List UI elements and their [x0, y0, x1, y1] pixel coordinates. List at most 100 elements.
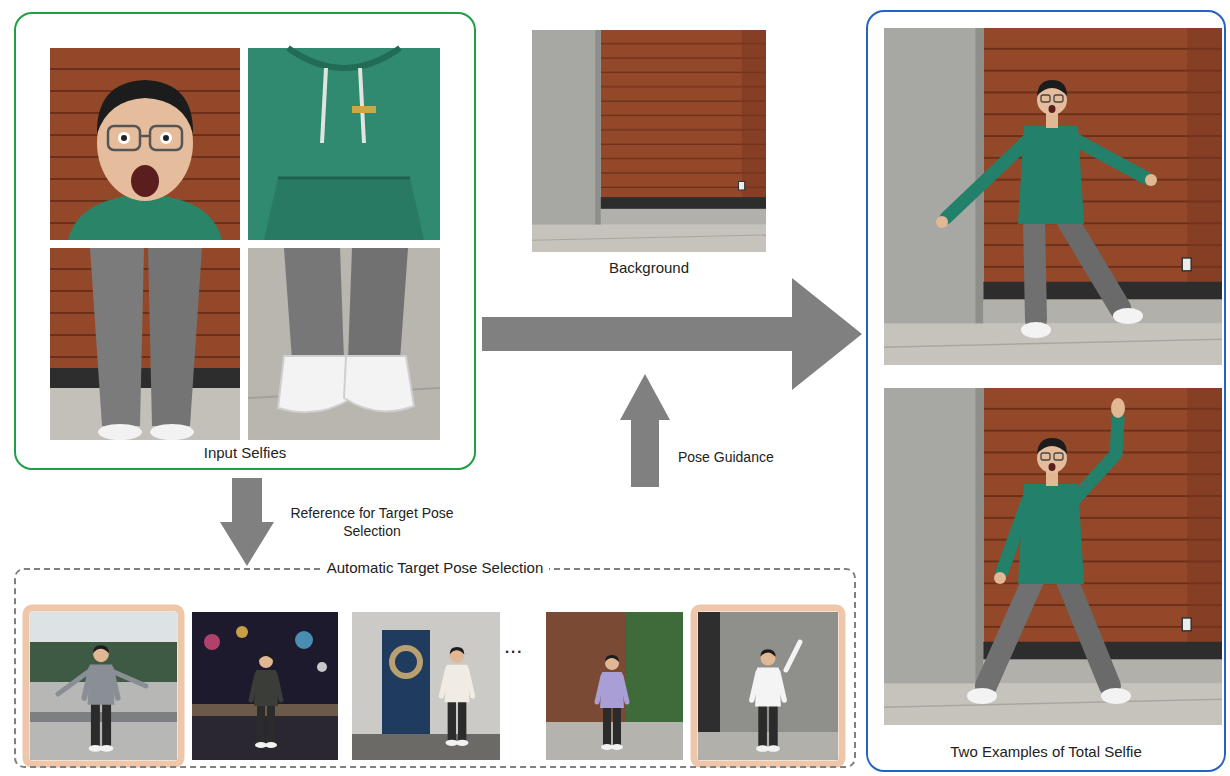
face-selfie-photo — [118, 132, 130, 144]
pose-candidate-photo — [694, 608, 842, 764]
pose-guidance-arrow — [620, 374, 670, 487]
pose-candidate-photo — [352, 612, 500, 760]
pose-candidate-photo — [698, 732, 838, 760]
pose-candidate-photo — [236, 626, 248, 638]
label-holder: ... — [504, 632, 522, 660]
input-selfies-panel: Input Selfies — [14, 12, 476, 470]
pose-candidate-photo — [546, 612, 683, 760]
panel-caption: Background — [609, 259, 689, 277]
shoes-selfie-photo — [344, 356, 414, 411]
pose-candidate-photo — [251, 653, 281, 748]
pose-candidate-photo — [382, 630, 430, 734]
face-selfie-photo — [50, 48, 240, 240]
pose-candidate-photo — [30, 612, 177, 760]
shoes-selfie-photo — [278, 356, 352, 412]
total-selfie-photo — [1021, 322, 1051, 338]
total-selfie-photo — [884, 28, 1222, 365]
pants-selfie-photo — [50, 248, 240, 440]
pose-candidate-photo — [752, 649, 784, 752]
hoodie-selfie-photo — [352, 106, 376, 113]
pose-candidate-photo — [786, 642, 800, 670]
total-selfie-photo — [1041, 453, 1050, 460]
pose-candidate-photo — [114, 672, 146, 686]
reference-arrow — [220, 478, 274, 566]
pants-selfie-photo — [50, 248, 240, 368]
pants-selfie-photo — [90, 248, 144, 426]
total-selfie-photo — [1076, 418, 1118, 498]
face-selfie-photo — [50, 48, 240, 240]
total-selfie-photo — [1054, 453, 1063, 460]
total-selfie-photo — [884, 388, 1222, 725]
total-selfie-photo — [1049, 463, 1056, 471]
pose-candidate-photo — [204, 634, 220, 650]
shoes-selfie-photo — [284, 248, 344, 360]
hoodie-selfie-photo — [248, 48, 440, 240]
arrow-label: Pose Guidance — [678, 448, 774, 466]
edge-label: Reference for Target Pose Selection — [287, 504, 457, 540]
pose-candidate-photo — [441, 647, 472, 746]
pants-selfie-photo — [50, 368, 240, 388]
hoodie-selfie-photo — [360, 68, 364, 143]
pose-candidate-photo — [597, 655, 627, 750]
face-selfie-photo — [108, 126, 140, 150]
pose-candidate-photo — [317, 662, 327, 672]
total-selfie-photo — [994, 572, 1006, 584]
face-selfie-photo — [163, 135, 169, 141]
pose-candidate-photo — [192, 612, 338, 760]
pants-selfie-photo — [98, 424, 142, 440]
face-selfie-photo — [121, 135, 127, 141]
shoes-selfie-photo — [348, 248, 408, 360]
hoodie-selfie-photo — [322, 68, 326, 143]
hoodie-selfie-photo — [288, 48, 400, 68]
pose-guidance-arrow — [620, 374, 670, 487]
pose-candidate-photo — [192, 612, 338, 760]
pants-selfie-photo — [50, 388, 240, 440]
total-selfie-photo — [1066, 218, 1120, 308]
face-selfie-photo — [140, 135, 150, 138]
total-selfie-photo — [1054, 95, 1063, 102]
total-selfie-photo — [1113, 308, 1143, 324]
face-selfie-photo — [131, 165, 159, 197]
hoodie-selfie-photo — [278, 177, 410, 180]
pose-candidate-photo — [84, 645, 118, 751]
pants-selfie-photo — [150, 424, 194, 440]
pose-selection-panel: Automatic Target Pose Selection — [14, 568, 856, 768]
total-selfie-photo — [1037, 80, 1067, 96]
pose-candidate-photo — [352, 734, 500, 760]
panel-caption: Two Examples of Total Selfie — [950, 743, 1141, 761]
result-panel: Two Examples of Total Selfie — [866, 10, 1226, 772]
ellipsis-mark: ... — [504, 632, 522, 660]
total-selfie-photo — [1018, 126, 1084, 224]
total-selfie-photo — [884, 388, 1222, 725]
pose-candidate-photo — [694, 608, 842, 764]
total-selfie-photo — [1034, 218, 1036, 320]
pose-candidate-photo — [626, 612, 683, 722]
shoes-selfie-photo — [248, 248, 440, 440]
pose-candidate-photo — [26, 608, 181, 764]
background-photo — [532, 30, 766, 252]
edge-label-holder: Reference for Target Pose Selection — [287, 504, 457, 540]
total-selfie-photo — [884, 28, 1222, 365]
hoodie-selfie-photo — [264, 178, 424, 240]
hoodie-selfie-photo — [248, 48, 440, 240]
total-selfie-photo — [986, 578, 1034, 686]
background-panel: Background — [532, 30, 766, 280]
panel-caption: Automatic Target Pose Selection — [321, 559, 550, 577]
total-selfie-photo — [1041, 95, 1050, 102]
total-selfie-photo — [1101, 688, 1131, 704]
flow-arrow — [482, 278, 862, 390]
total-selfie-photo — [967, 688, 997, 704]
pose-candidate-photo — [26, 608, 181, 764]
pose-candidate-photo — [58, 672, 88, 694]
total-selfie-photo — [936, 216, 948, 228]
total-selfie-photo — [1049, 105, 1056, 113]
pose-candidate-photo — [352, 612, 500, 760]
total-selfie-photo — [1076, 140, 1146, 178]
pose-candidate-photo — [392, 648, 420, 676]
pose-candidate-photo — [698, 612, 838, 760]
